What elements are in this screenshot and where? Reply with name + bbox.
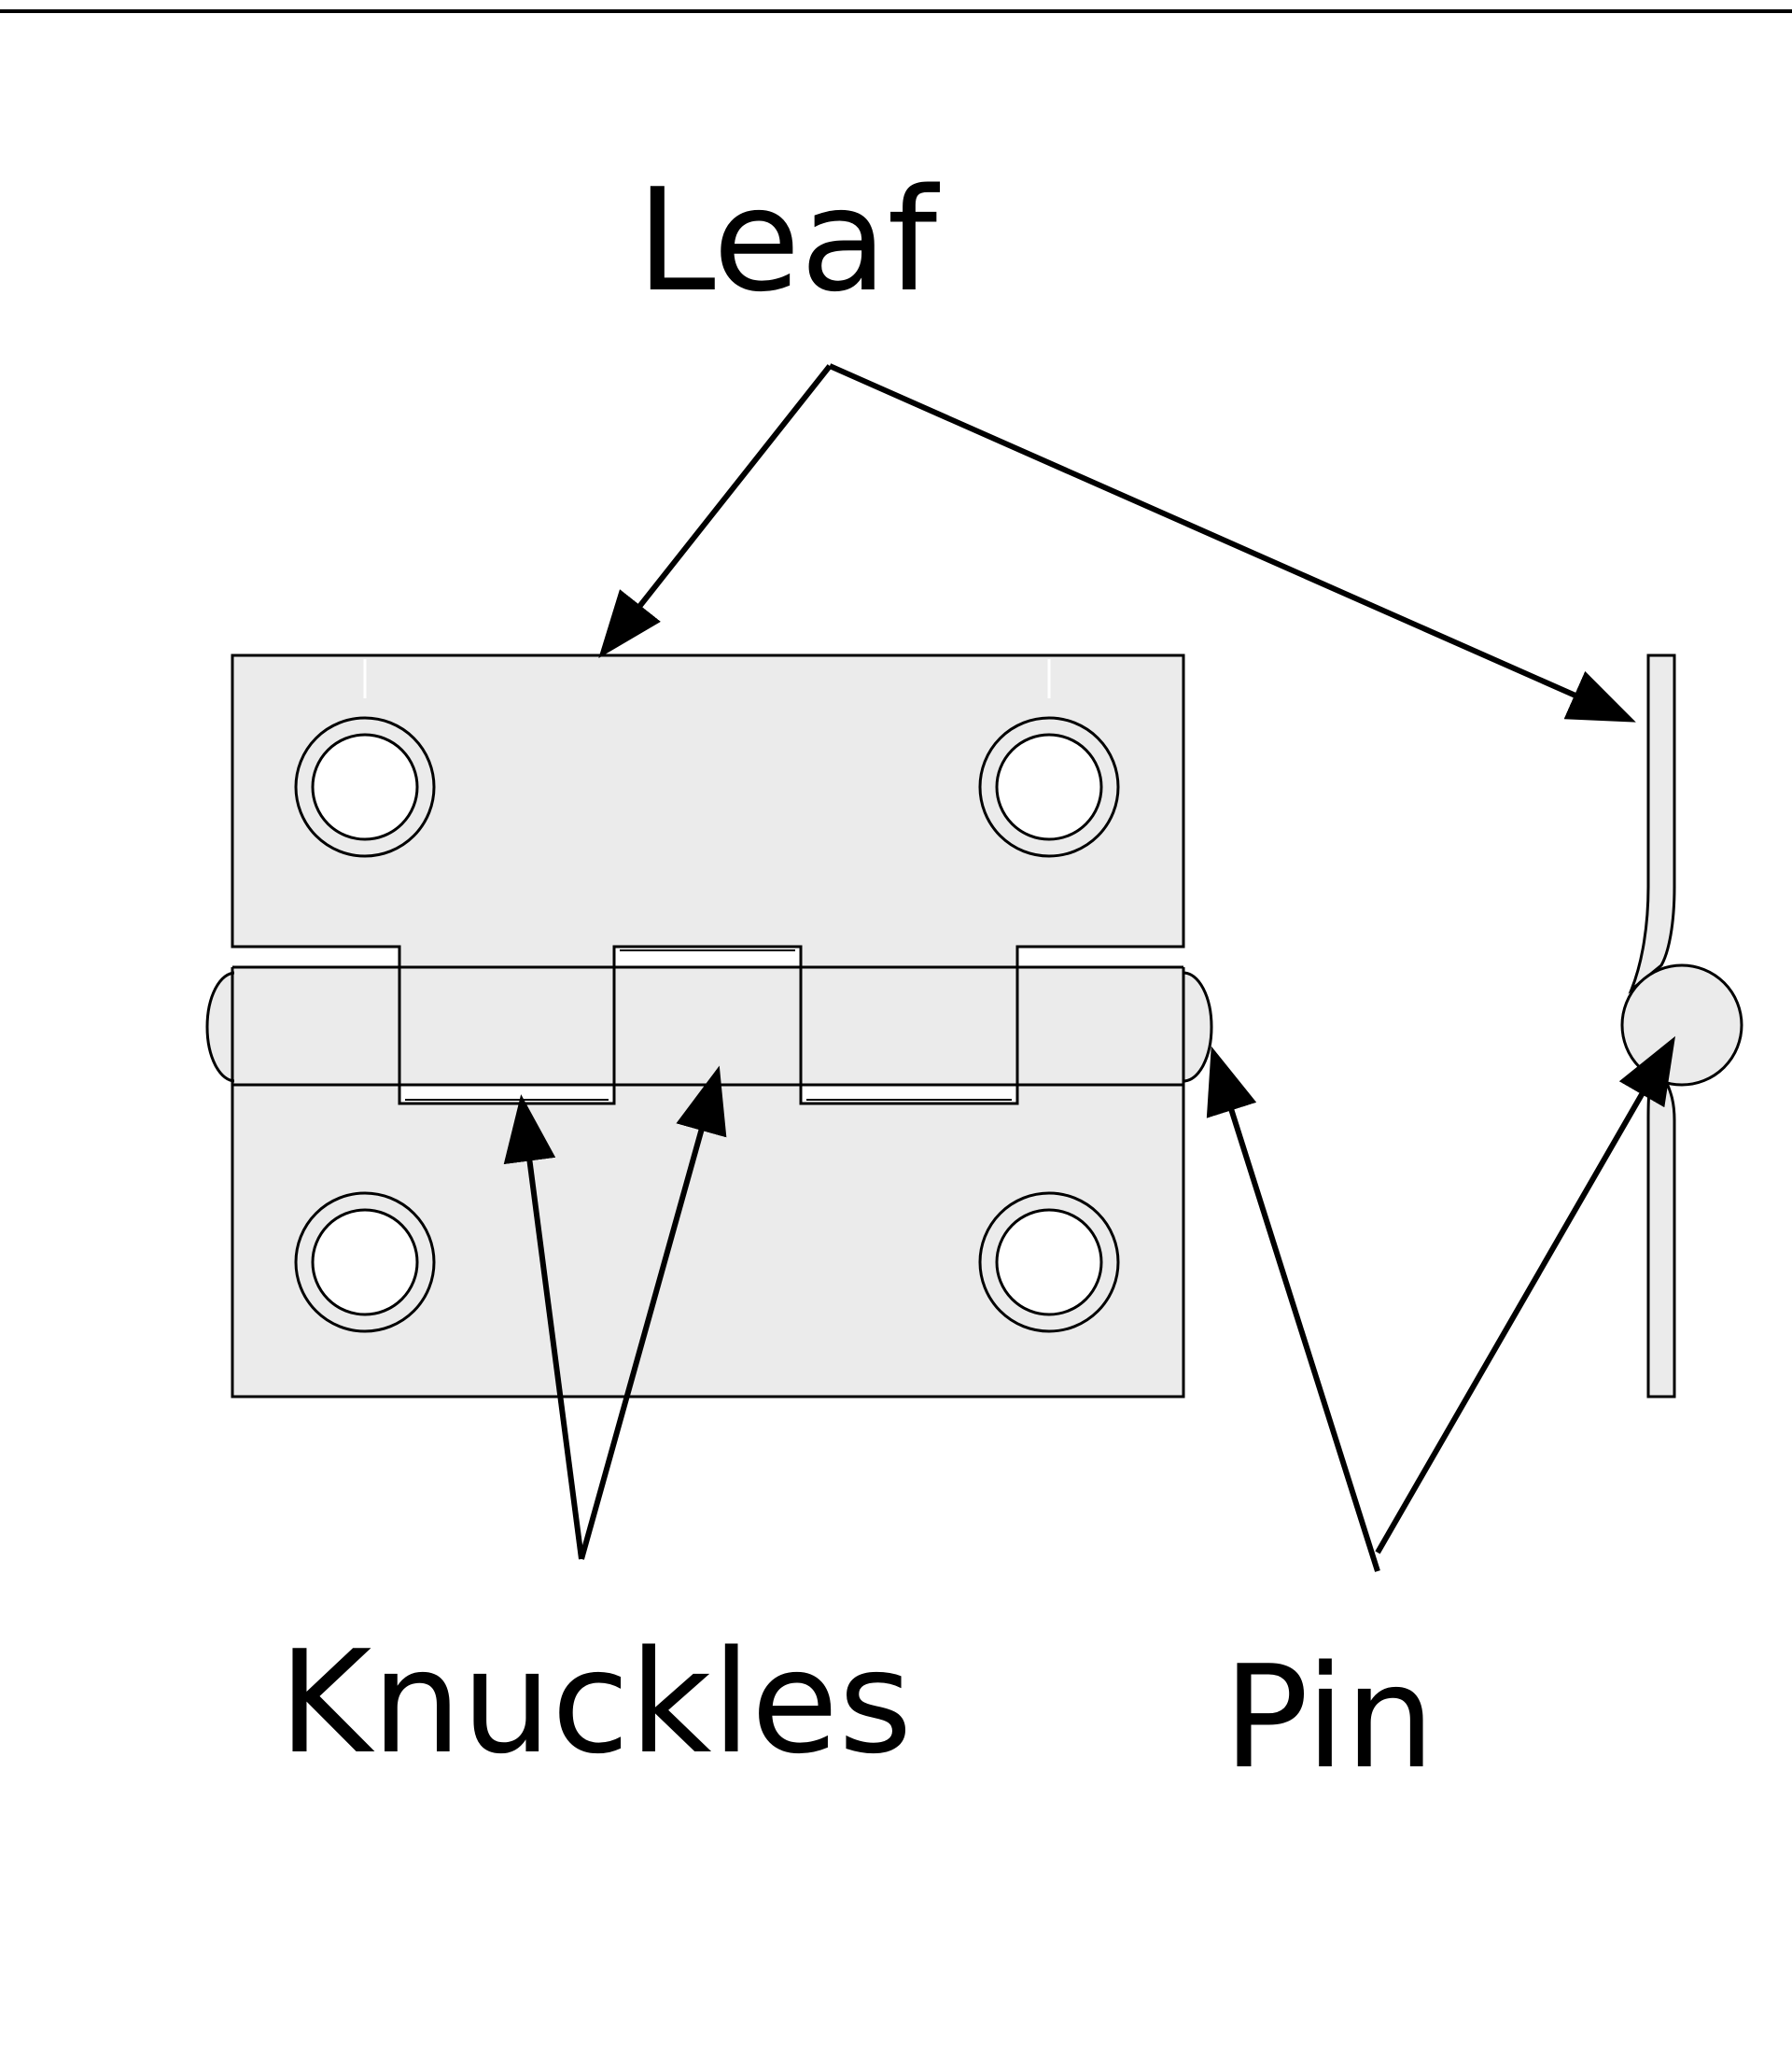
- side-knuckle-pin: [1620, 963, 1743, 1087]
- pin-arrow-right: [1375, 1035, 1675, 1554]
- screw-hole-bottom-right: [978, 1191, 1120, 1333]
- screw-hole-top-right: [978, 716, 1120, 858]
- hinge-front-view: [205, 654, 1213, 1398]
- side-leaf-lower: [1646, 1081, 1676, 1398]
- knuckles-arrow-right: [579, 1065, 727, 1560]
- callout-arrows: [503, 363, 1675, 1572]
- leaf-label: Leaf: [637, 158, 941, 323]
- knuckles-label: Knuckles: [279, 1620, 913, 1785]
- screw-hole-bottom-left: [294, 1191, 436, 1333]
- knuckle-band: [234, 967, 1183, 1085]
- pin-arrow-left: [1206, 1046, 1380, 1572]
- hinge-side-view: [1620, 654, 1743, 1398]
- pin-label: Pin: [1224, 1635, 1435, 1800]
- leaf-arrow-side: [828, 363, 1636, 723]
- leaf-arrow-front: [598, 364, 833, 658]
- screw-hole-top-left: [294, 716, 436, 858]
- knuckles-arrow-left: [503, 1094, 584, 1560]
- side-leaf-upper: [1628, 654, 1676, 994]
